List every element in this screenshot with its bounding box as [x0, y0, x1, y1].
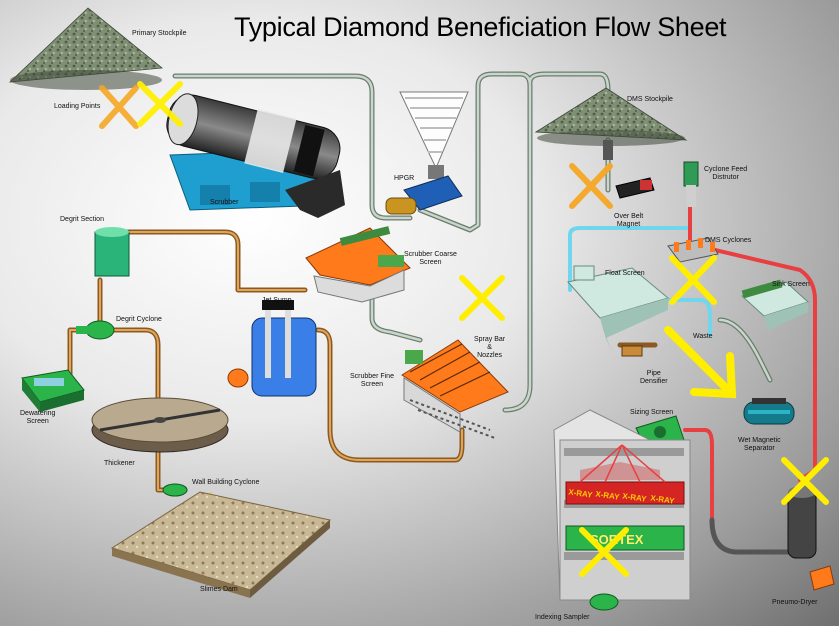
pipe-main-riser	[502, 71, 533, 413]
over-belt-magnet	[615, 177, 655, 199]
degrit-cyclone	[76, 320, 115, 340]
grey-pipes-lower	[709, 517, 793, 555]
pipe-sink-to-dryer	[713, 248, 817, 482]
label-over-belt-magnet: Over Belt Magnet	[614, 213, 644, 228]
scrubber-drum	[166, 93, 345, 218]
scrubber-coarse-screen	[305, 226, 411, 303]
page-title: Typical Diamond Beneficiation Flow Sheet	[234, 12, 727, 42]
degrit-tank	[94, 227, 130, 277]
xray-label-4: X-RAY	[650, 493, 676, 505]
dms-cyclones	[667, 237, 719, 263]
cross-yellow-spray	[459, 275, 505, 321]
cross-yellow-loading-2	[137, 81, 183, 127]
hpgr-unit	[385, 91, 469, 215]
indexing-sampler-building	[553, 409, 691, 611]
label-dms-cyclones: DMS Cyclones	[705, 237, 752, 244]
annotation-markers	[99, 81, 829, 577]
thickener	[91, 397, 229, 453]
xray-label-1: X-RAY	[568, 487, 594, 499]
label-spray-bar-nozzles: Spray Bar & Nozzles	[474, 336, 506, 359]
label-pipe-densifier: Pipe Densifier	[640, 370, 668, 385]
cross-orange-loading-1	[99, 85, 139, 129]
scrubber-fine-screen	[401, 339, 509, 439]
cross-orange-over-belt	[569, 163, 613, 209]
primary-stockpile	[8, 7, 164, 90]
label-scrubber-fine-screen: Scrubber Fine Screen	[350, 373, 394, 388]
xray-label-3: X-RAY	[622, 491, 648, 503]
pipe-sizing-to-dryer	[683, 428, 714, 522]
dewatering-screen	[21, 369, 85, 412]
pipe-degrit-cyclone	[97, 277, 161, 403]
pipe-densifier-unit	[621, 345, 643, 357]
wet-magnetic-separator	[743, 398, 795, 425]
label-thickener: Thickener	[104, 460, 135, 467]
jet-sump	[227, 300, 317, 397]
arrow-yellow-waste	[664, 326, 737, 399]
sink-screen	[741, 279, 809, 330]
cross-yellow-dms	[669, 255, 717, 305]
slimes-dam	[110, 491, 332, 598]
label-hpgr: HPGR	[394, 175, 415, 182]
cross-yellow-dryer	[781, 457, 829, 505]
label-degrit-section: Degrit Section	[60, 216, 104, 223]
label-pneumo-dryer: Pneumo-Dryer	[772, 599, 818, 606]
label-wet-magnetic-separator: Wet Magnetic Separator	[738, 437, 781, 452]
label-jet-sump: Jet Sump	[262, 297, 292, 304]
label-sizing-screen: Sizing Screen	[630, 409, 674, 416]
label-degrit-cyclone: Degrit Cyclone	[116, 316, 162, 323]
cross-yellow-sortex	[579, 527, 629, 577]
label-loading-points: Loading Points	[54, 103, 101, 110]
label-waste: Waste	[693, 333, 713, 340]
label-wall-building-cyclone: Wall Building Cyclone	[192, 479, 260, 486]
label-scrubber: Scrubber	[210, 199, 239, 206]
float-screen	[567, 265, 670, 352]
label-indexing-sampler: Indexing Sampler	[535, 614, 590, 621]
label-dms-stockpile: DMS Stockpile	[627, 96, 673, 103]
pipe-degrit-line	[125, 229, 308, 293]
xray-label-2: X-RAY	[595, 489, 621, 501]
dms-stockpile	[534, 87, 688, 160]
cyclone-feed-distributor	[683, 161, 699, 207]
label-slimes-dam: Slimes Dam	[200, 586, 238, 593]
label-sink-screen: Sink Screen	[772, 281, 810, 288]
label-scrubber-coarse-screen: Scrubber Coarse Screen	[404, 251, 457, 266]
label-primary-stockpile: Primary Stockpile	[132, 30, 187, 37]
label-cyclone-feed-distributor: Cyclone Feed Distrutor	[704, 166, 748, 181]
label-float-screen: Float Screen	[605, 270, 645, 277]
label-dewatering-screen: Dewatering Screen	[20, 410, 56, 425]
blue-pipes	[568, 226, 712, 337]
